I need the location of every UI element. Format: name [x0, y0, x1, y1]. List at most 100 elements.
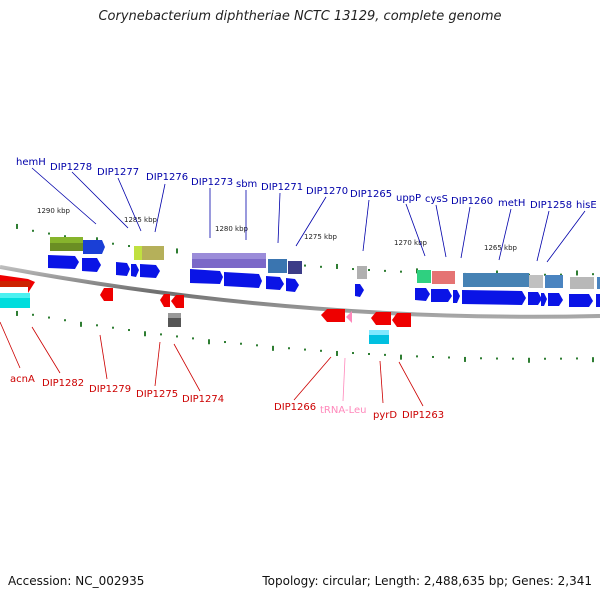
- feature-block: [268, 259, 287, 273]
- gene-label-DIP1270: DIP1270: [306, 186, 348, 197]
- forward-gene: [355, 284, 364, 297]
- label-lines-top: [31, 167, 586, 263]
- scale-dot: [160, 333, 162, 336]
- feature-block: [417, 270, 431, 283]
- scale-dot: [256, 344, 258, 347]
- gene-label-DIP1277: DIP1277: [97, 167, 139, 178]
- gene-label-hisE: hisE: [576, 200, 597, 211]
- feature-block: [597, 277, 600, 289]
- cog-features-top: [50, 237, 600, 289]
- scale-dot: [224, 341, 226, 344]
- scale-dot: [384, 353, 386, 356]
- gene-label-DIP1260: DIP1260: [451, 196, 493, 207]
- scale-dot: [336, 350, 338, 356]
- scale-dot: [464, 356, 466, 362]
- gene-label-uppP: uppP: [396, 193, 421, 204]
- scale-dot: [528, 357, 530, 363]
- reverse-gene: [0, 281, 30, 287]
- scale-dot: [576, 270, 578, 276]
- gene-label-DIP1263: DIP1263: [402, 410, 444, 421]
- scale-dot: [192, 337, 194, 340]
- scale-dot: [448, 356, 450, 359]
- scale-dot: [352, 352, 354, 355]
- feature-block: [0, 293, 30, 298]
- feature-block: [463, 273, 529, 287]
- forward-genes: [48, 255, 600, 307]
- gene-label-acnA: acnA: [10, 374, 35, 385]
- scale-dot: [368, 268, 370, 271]
- forward-gene: [266, 276, 284, 290]
- reverse-genes: [0, 275, 411, 327]
- genome-backbone: [0, 265, 600, 319]
- forward-gene: [190, 269, 223, 284]
- gene-label-sbm: sbm: [236, 179, 257, 190]
- map-title: Corynebacterium diphtheriae NCTC 13129, …: [98, 9, 502, 24]
- scale-dot: [512, 357, 514, 360]
- forward-gene: [286, 278, 299, 292]
- scale-dot: [544, 357, 546, 360]
- cog-features-bottom: [0, 293, 389, 344]
- forward-gene: [131, 264, 139, 277]
- feature-block: [168, 313, 181, 318]
- scale-dot: [272, 345, 274, 351]
- forward-gene: [431, 289, 452, 302]
- scale-dot: [288, 347, 290, 350]
- scale-dot: [320, 265, 322, 268]
- forward-gene: [569, 294, 593, 307]
- feature-block: [357, 266, 367, 279]
- forward-gene: [82, 258, 101, 272]
- tick-1270: 1270 kbp: [394, 239, 428, 247]
- reverse-gene: [321, 309, 345, 322]
- tick-1280: 1280 kbp: [215, 225, 249, 233]
- forward-gene: [596, 294, 600, 307]
- tick-1265: 1265 kbp: [484, 244, 518, 252]
- scale-dot: [48, 232, 50, 235]
- gene-label-DIP1265: DIP1265: [350, 189, 392, 200]
- gene-label-DIP1279: DIP1279: [89, 384, 131, 395]
- scale-dot: [400, 270, 402, 273]
- scale-dot: [496, 357, 498, 360]
- trna-feature: [346, 311, 352, 323]
- reverse-gene: [100, 288, 113, 301]
- forward-gene: [415, 288, 430, 301]
- feature-block: [570, 277, 594, 289]
- scale-dot: [560, 357, 562, 360]
- feature-block: [192, 253, 266, 259]
- scale-dot: [432, 355, 434, 358]
- gene-label-DIP1278: DIP1278: [50, 162, 92, 173]
- feature-block: [369, 330, 389, 335]
- scale-dot: [320, 349, 322, 352]
- gene-label-DIP1276: DIP1276: [146, 172, 188, 183]
- scale-dots-bottom: [16, 310, 594, 363]
- scale-dot: [176, 335, 178, 338]
- gene-label-cysS: cysS: [425, 194, 448, 205]
- topology-text: Topology: circular; Length: 2,488,635 bp…: [262, 574, 592, 588]
- gene-labels-bottom: acnA DIP1282 DIP1279 DIP1275 DIP1274 DIP…: [10, 374, 444, 421]
- feature-block: [529, 275, 543, 288]
- scale-dot: [544, 273, 546, 276]
- scale-dot: [128, 329, 130, 332]
- feature-block: [83, 240, 105, 254]
- reverse-gene: [171, 295, 184, 308]
- forward-gene: [48, 255, 79, 269]
- scale-ticks: 1290 kbp 1285 kbp 1280 kbp 1275 kbp 1270…: [37, 207, 518, 252]
- gene-label-DIP1275: DIP1275: [136, 389, 178, 400]
- label-lines-bottom: [0, 321, 424, 407]
- forward-gene: [548, 293, 563, 306]
- scale-dot: [352, 268, 354, 271]
- forward-gene: [462, 290, 526, 305]
- scale-dot: [32, 229, 34, 232]
- scale-dot: [384, 269, 386, 272]
- reverse-gene: [392, 313, 411, 327]
- forward-gene: [541, 293, 547, 306]
- accession-text: Accession: NC_002935: [8, 574, 145, 588]
- trna-label-line: [342, 357, 346, 402]
- scale-dot: [112, 242, 114, 245]
- feature-block: [545, 275, 563, 288]
- forward-gene: [528, 292, 542, 305]
- gene-label-DIP1273: DIP1273: [191, 177, 233, 188]
- reverse-gene: [160, 294, 170, 307]
- gene-label-pyrD: pyrD: [373, 410, 397, 421]
- scale-dot: [16, 223, 18, 229]
